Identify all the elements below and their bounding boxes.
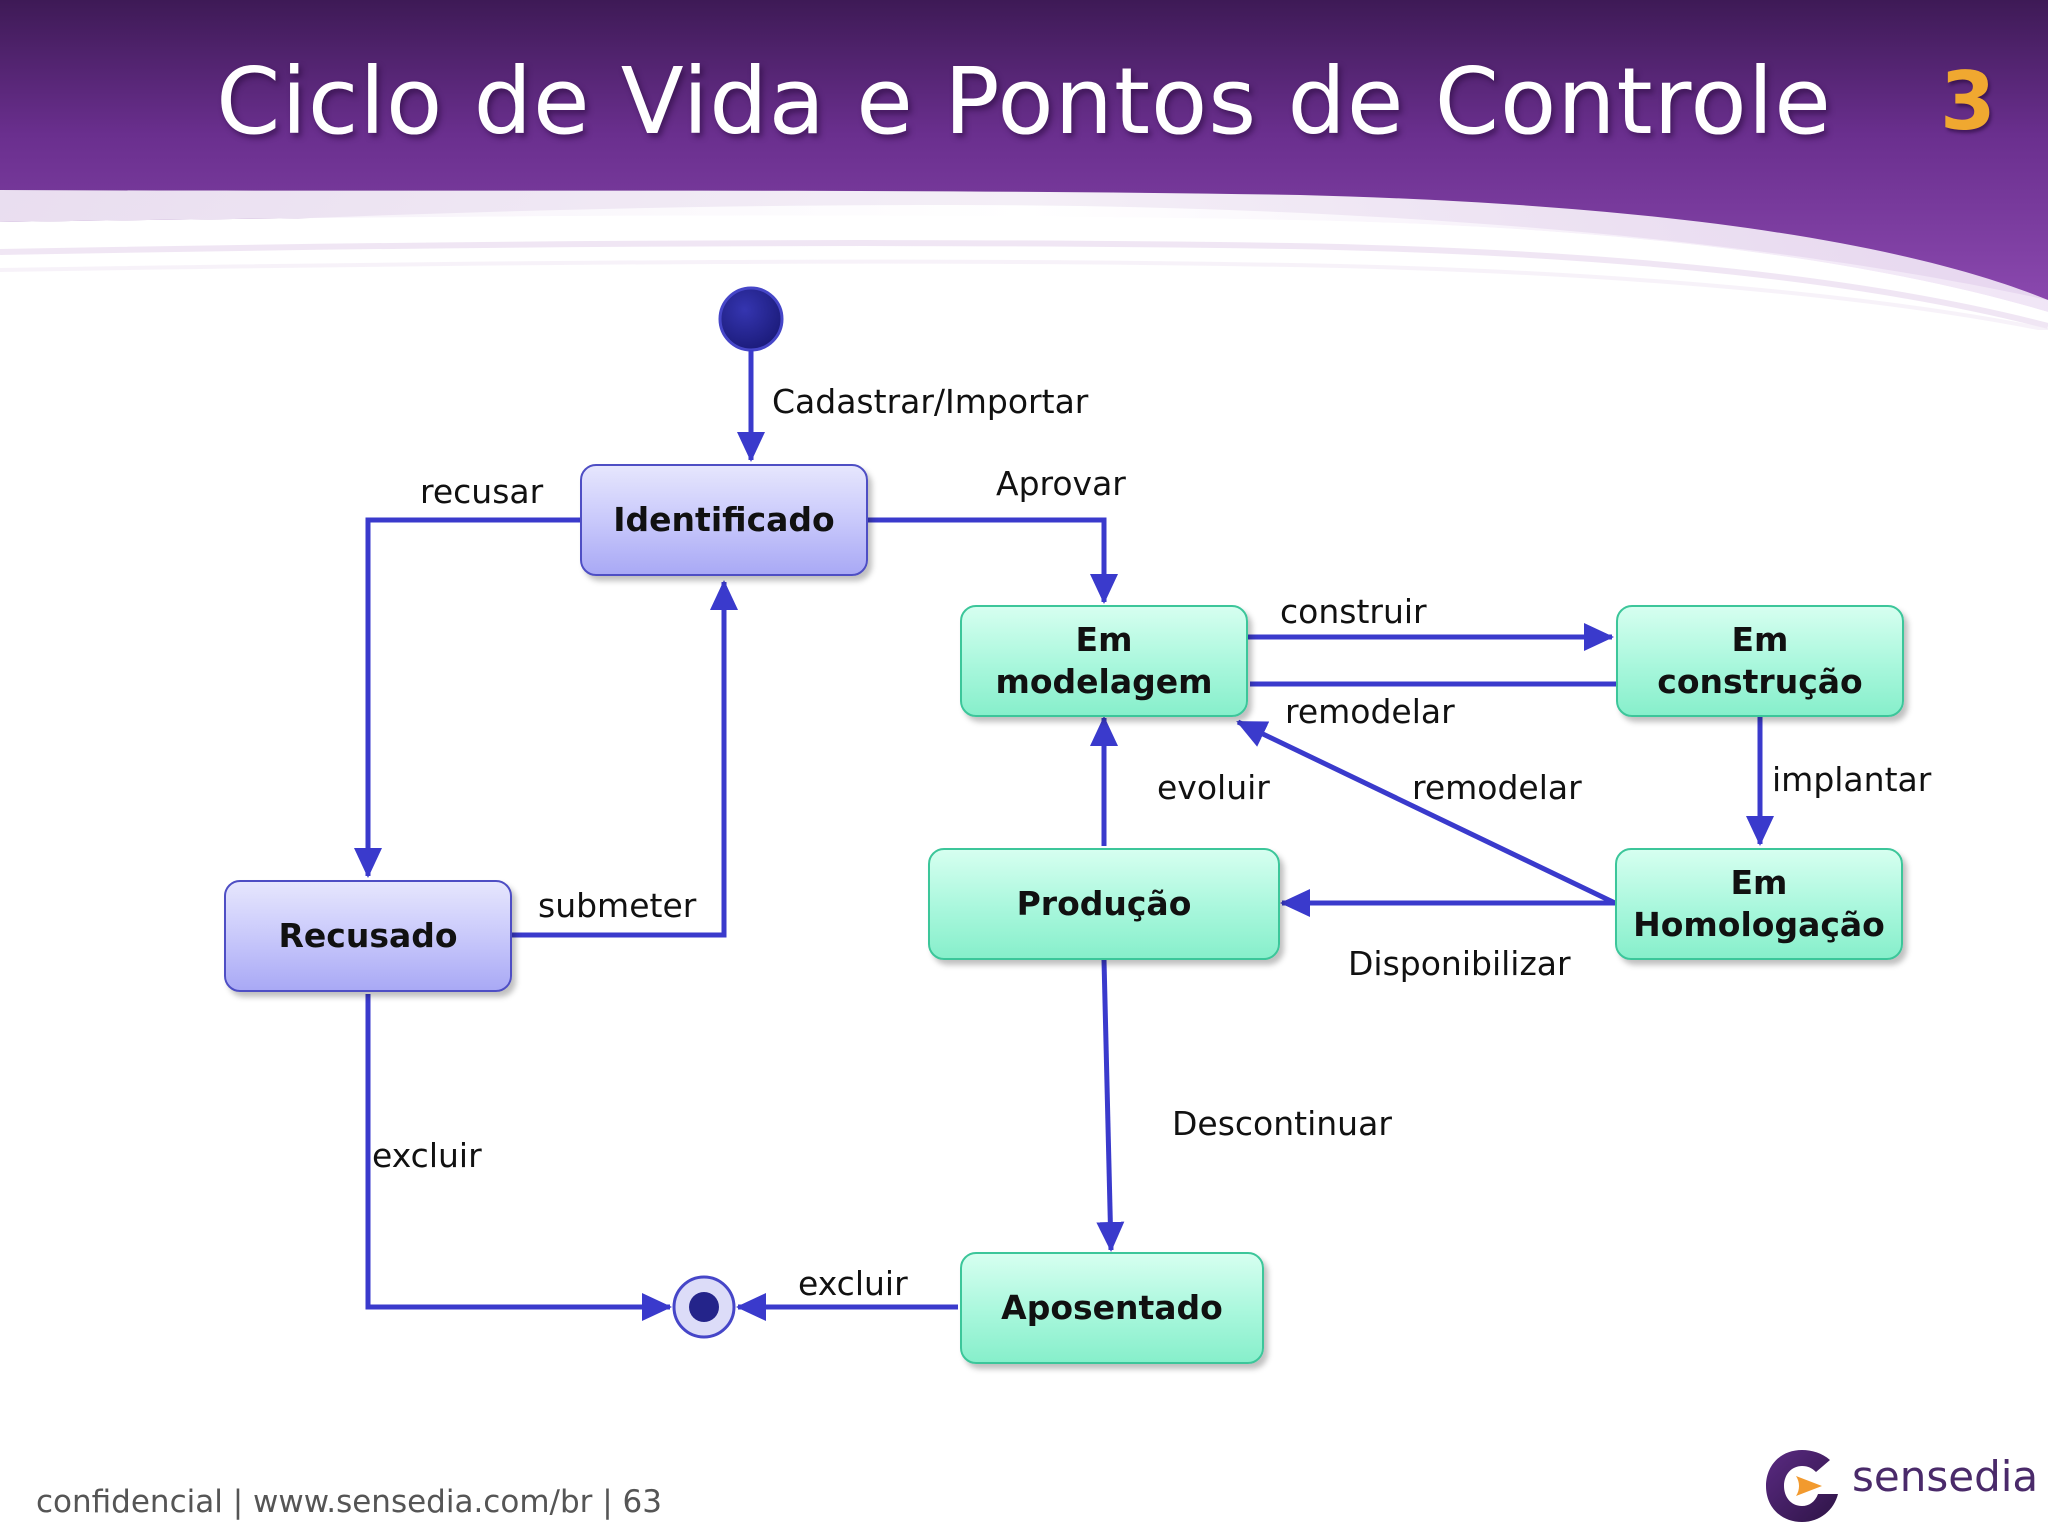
arrow-remodelar-homologacao: [1236, 719, 1617, 906]
arrow-recusar: [354, 517, 580, 878]
arrow-submeter: [512, 580, 738, 938]
state-em-construcao: Em construção: [1616, 605, 1904, 717]
label-evoluir: evoluir: [1157, 768, 1270, 807]
label-descontinuar: Descontinuar: [1172, 1104, 1392, 1143]
state-identificado-label: Identificado: [613, 500, 835, 539]
state-recusado: Recusado: [224, 880, 512, 992]
label-construir: construir: [1280, 592, 1427, 631]
slide-title: Ciclo de Vida e Pontos de Controle: [216, 48, 1832, 155]
label-cadastrar-importar: Cadastrar/Importar: [772, 382, 1089, 421]
label-excluir-aposentado: excluir: [798, 1264, 908, 1303]
label-remodelar-construcao: remodelar: [1285, 692, 1455, 731]
sensedia-logo-icon: [1766, 1450, 1838, 1522]
label-implantar: implantar: [1772, 760, 1932, 799]
footer-text: confidencial | www.sensedia.com/br | 63: [36, 1484, 662, 1520]
state-aposentado-label: Aposentado: [1001, 1288, 1223, 1327]
state-em-construcao-label: Em construção: [1657, 620, 1863, 701]
arrow-excluir-recusado: [365, 994, 672, 1321]
arrow-descontinuar: [1096, 959, 1125, 1252]
state-identificado: Identificado: [580, 464, 868, 576]
state-producao: Produção: [928, 848, 1280, 960]
sensedia-logo-text: sensedia: [1852, 1452, 2039, 1501]
state-em-modelagem: Em modelagem: [960, 605, 1248, 717]
label-disponibilizar: Disponibilizar: [1348, 944, 1571, 983]
label-recusar: recusar: [420, 472, 544, 511]
arrow-aprovar: [868, 517, 1118, 604]
state-aposentado: Aposentado: [960, 1252, 1264, 1364]
slide-number: 3: [1940, 55, 1996, 148]
initial-node: [718, 286, 784, 352]
state-em-homologacao: Em Homologação: [1615, 848, 1903, 960]
state-em-modelagem-label: Em modelagem: [995, 620, 1213, 701]
state-producao-label: Produção: [1016, 884, 1192, 923]
final-node-inner: [689, 1292, 719, 1322]
state-recusado-label: Recusado: [278, 916, 458, 955]
label-submeter: submeter: [538, 886, 697, 925]
label-aprovar: Aprovar: [996, 464, 1126, 503]
state-em-homologacao-label: Em Homologação: [1633, 863, 1885, 944]
header-background: [0, 0, 2048, 330]
label-excluir-recusado: excluir: [372, 1136, 482, 1175]
label-remodelar-homologacao: remodelar: [1412, 768, 1582, 807]
